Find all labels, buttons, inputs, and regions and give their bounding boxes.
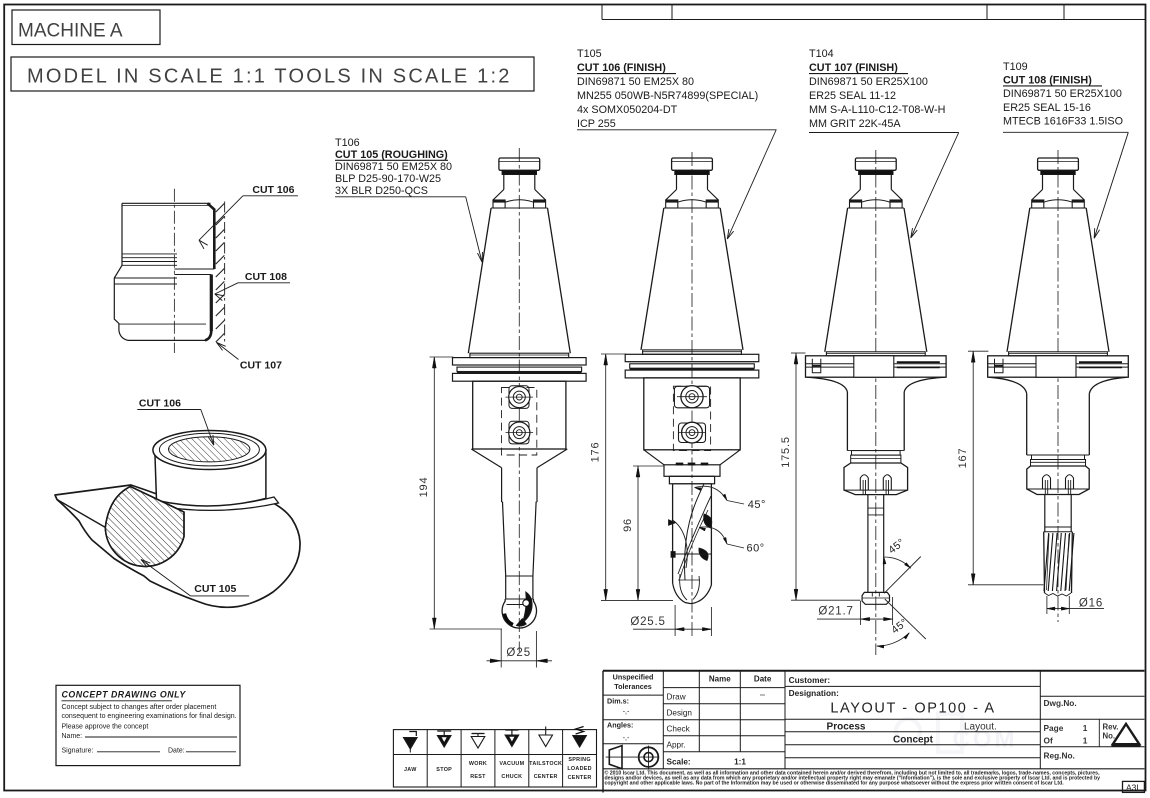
svg-text:Date: Date bbox=[754, 675, 772, 684]
svg-text:1: 1 bbox=[1083, 736, 1088, 746]
svg-text:Design: Design bbox=[667, 708, 693, 717]
svg-text:Concept subject to changes aft: Concept subject to changes after order p… bbox=[62, 704, 217, 711]
svg-text:© 2010 Iscar Ltd. This documen: © 2010 Iscar Ltd. This document, as well… bbox=[605, 769, 1101, 776]
svg-text:194: 194 bbox=[418, 477, 430, 498]
svg-text:Draw: Draw bbox=[667, 692, 686, 701]
svg-text:ER25 SEAL 11-12: ER25 SEAL 11-12 bbox=[809, 90, 896, 102]
svg-text:Ø21.7: Ø21.7 bbox=[818, 606, 853, 618]
svg-text:CENTER: CENTER bbox=[534, 774, 558, 780]
svg-text:Dim.s:: Dim.s: bbox=[607, 697, 629, 706]
svg-text:LOADED: LOADED bbox=[567, 766, 592, 772]
svg-text:4x SOMX050204-DT: 4x SOMX050204-DT bbox=[577, 104, 678, 116]
svg-text:Ø25.5: Ø25.5 bbox=[630, 616, 665, 628]
svg-text:VACUUM: VACUUM bbox=[499, 761, 524, 767]
svg-text:96: 96 bbox=[622, 518, 634, 532]
svg-text:DIN69871 50 EM25X 80: DIN69871 50 EM25X 80 bbox=[577, 76, 694, 88]
svg-text:T109: T109 bbox=[1003, 61, 1028, 73]
svg-text:BLP D25-90-170-W25: BLP D25-90-170-W25 bbox=[335, 173, 441, 185]
svg-text:3X BLR D250-QCS: 3X BLR D250-QCS bbox=[335, 185, 428, 197]
svg-text:Date:: Date: bbox=[168, 748, 185, 755]
svg-text:DIN69871 50 EM25X 80: DIN69871 50 EM25X 80 bbox=[335, 161, 452, 173]
svg-text:copyright and other applicable: copyright and other applicable laws. No … bbox=[605, 781, 1065, 787]
svg-text:Designation:: Designation: bbox=[789, 688, 839, 698]
svg-text:CUT 105: CUT 105 bbox=[194, 583, 236, 595]
svg-text:Ø25: Ø25 bbox=[506, 647, 531, 659]
svg-text:MM S-A-L110-C12-T08-W-H: MM S-A-L110-C12-T08-W-H bbox=[809, 104, 945, 116]
svg-text:JAW: JAW bbox=[404, 767, 417, 773]
svg-text:CUT 105 (ROUGHING): CUT 105 (ROUGHING) bbox=[335, 149, 448, 161]
svg-text:Reg.No.: Reg.No. bbox=[1044, 751, 1075, 761]
svg-text:DIN69871 50 ER25X100: DIN69871 50 ER25X100 bbox=[809, 76, 928, 88]
svg-text:STOP: STOP bbox=[436, 767, 452, 773]
svg-text:CUT 108: CUT 108 bbox=[245, 271, 287, 283]
svg-text:Name: Name bbox=[709, 675, 731, 684]
svg-text:ER25 SEAL 15-16: ER25 SEAL 15-16 bbox=[1003, 102, 1091, 114]
svg-text:MM GRIT 22K-45A: MM GRIT 22K-45A bbox=[809, 118, 901, 130]
svg-text:Signature:: Signature: bbox=[62, 748, 94, 755]
svg-text:Dwg.No.: Dwg.No. bbox=[1044, 698, 1077, 708]
svg-text:CENTER: CENTER bbox=[568, 775, 592, 781]
svg-text:175.5: 175.5 bbox=[780, 436, 792, 468]
svg-text:1: 1 bbox=[1083, 723, 1088, 733]
svg-text:176: 176 bbox=[590, 442, 602, 463]
svg-text:MTECB 1616F33 1.5ISO: MTECB 1616F33 1.5ISO bbox=[1003, 116, 1123, 128]
svg-text:Appr.: Appr. bbox=[667, 741, 686, 750]
svg-text:DIN69871 50 ER25X100: DIN69871 50 ER25X100 bbox=[1003, 88, 1122, 100]
svg-text:-,-: -,- bbox=[623, 709, 630, 716]
svg-text:CUT 106: CUT 106 bbox=[252, 184, 294, 196]
svg-text:SPRING: SPRING bbox=[568, 757, 590, 763]
svg-text:LAYOUT - OP100 - A: LAYOUT - OP100 - A bbox=[830, 701, 995, 717]
svg-text:consequent to engineering exam: consequent to engineering examinations f… bbox=[62, 713, 237, 720]
svg-text:Check: Check bbox=[667, 724, 691, 733]
svg-text:CUT 106 (FINISH): CUT 106 (FINISH) bbox=[577, 62, 666, 74]
svg-text:REST: REST bbox=[470, 774, 486, 780]
svg-text:CUT 107: CUT 107 bbox=[240, 360, 282, 372]
svg-text:Ø16: Ø16 bbox=[1079, 598, 1103, 610]
svg-text:TAILSTOCK: TAILSTOCK bbox=[529, 761, 562, 767]
svg-text:CUT 106: CUT 106 bbox=[139, 398, 181, 410]
svg-text:Angles:: Angles: bbox=[607, 721, 633, 730]
svg-text:1:1: 1:1 bbox=[734, 758, 746, 767]
svg-text:designs and/or devices, as wel: designs and/or devices, as well as any d… bbox=[605, 776, 1101, 782]
svg-text:MN255 050WB-N5R74899(SPECIAL): MN255 050WB-N5R74899(SPECIAL) bbox=[577, 90, 758, 102]
svg-text:Scale:: Scale: bbox=[667, 758, 691, 767]
svg-text:Of: Of bbox=[1044, 736, 1053, 746]
svg-text:Process: Process bbox=[827, 722, 866, 733]
svg-text:45°: 45° bbox=[748, 499, 766, 511]
svg-text:Layout.: Layout. bbox=[964, 722, 997, 733]
svg-text:Rev.: Rev. bbox=[1103, 723, 1119, 732]
svg-text:No.: No. bbox=[1103, 732, 1116, 741]
svg-text:Page: Page bbox=[1044, 723, 1064, 733]
svg-text:A3L: A3L bbox=[1126, 782, 1141, 792]
svg-text:CUT 108 (FINISH): CUT 108 (FINISH) bbox=[1003, 75, 1092, 87]
svg-text:60°: 60° bbox=[747, 543, 765, 555]
svg-text:MACHINE A: MACHINE A bbox=[18, 21, 123, 42]
svg-text:T106: T106 bbox=[335, 137, 360, 149]
svg-text:CONCEPT DRAWING ONLY: CONCEPT DRAWING ONLY bbox=[62, 690, 187, 700]
svg-text:ICP 255: ICP 255 bbox=[577, 118, 616, 130]
svg-text:CUT 107 (FINISH): CUT 107 (FINISH) bbox=[809, 62, 898, 74]
svg-text:T105: T105 bbox=[577, 48, 602, 60]
svg-text:-,-: -,- bbox=[623, 735, 630, 742]
svg-text:MODEL IN SCALE 1:1 TOOLS IN SC: MODEL IN SCALE 1:1 TOOLS IN SCALE 1:2 bbox=[27, 66, 512, 88]
svg-text:WORK: WORK bbox=[469, 761, 487, 767]
svg-text:T104: T104 bbox=[809, 48, 834, 60]
svg-text:Concept: Concept bbox=[893, 734, 934, 745]
svg-text:Please approve the concept: Please approve the concept bbox=[62, 724, 149, 731]
svg-text:Customer:: Customer: bbox=[789, 675, 831, 685]
svg-text:Name:: Name: bbox=[62, 733, 83, 740]
svg-text:CHUCK: CHUCK bbox=[501, 774, 522, 780]
svg-text:Tolerances: Tolerances bbox=[614, 682, 651, 691]
svg-text:167: 167 bbox=[957, 448, 969, 469]
svg-text:Unspecified: Unspecified bbox=[613, 672, 654, 681]
